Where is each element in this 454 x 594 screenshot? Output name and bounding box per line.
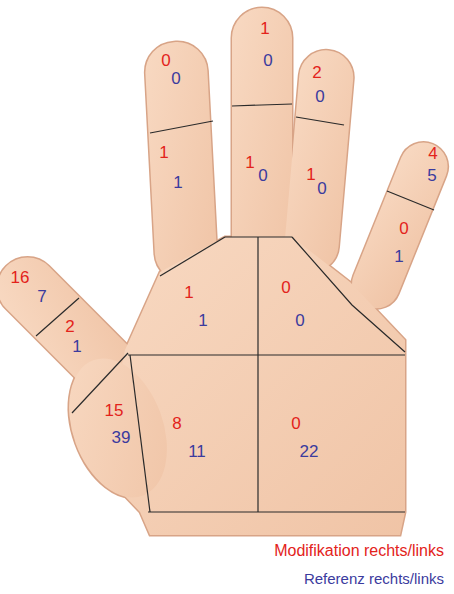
count-number: 0 xyxy=(281,279,290,296)
count-number: 0 xyxy=(399,220,408,237)
count-number: 1 xyxy=(245,154,254,171)
count-number: 0 xyxy=(315,88,324,105)
count-number: 4 xyxy=(428,145,437,162)
count-number: 1 xyxy=(72,338,81,355)
count-number: 0 xyxy=(161,52,170,69)
count-number: 7 xyxy=(37,288,46,305)
legend-text: Modifikation rechts/links xyxy=(274,543,444,559)
count-number: 1 xyxy=(306,166,315,183)
count-number: 22 xyxy=(300,443,319,460)
count-number: 8 xyxy=(172,415,181,432)
count-number: 5 xyxy=(427,167,436,184)
count-number: 0 xyxy=(295,312,304,329)
count-number: 16 xyxy=(11,269,30,286)
legend-text: Referenz rechts/links xyxy=(304,571,444,586)
count-number: 1 xyxy=(394,248,403,265)
count-number: 1 xyxy=(260,20,269,37)
count-number: 2 xyxy=(312,64,321,81)
count-number: 0 xyxy=(258,167,267,184)
count-number: 1 xyxy=(184,284,193,301)
count-number: 1 xyxy=(198,312,207,329)
count-number: 39 xyxy=(112,429,131,446)
count-number: 0 xyxy=(291,415,300,432)
count-number: 0 xyxy=(171,70,180,87)
count-number: 2 xyxy=(65,318,74,335)
count-number: 1 xyxy=(173,174,182,191)
count-number: 11 xyxy=(188,443,206,460)
count-number: 0 xyxy=(317,180,326,197)
count-number: 0 xyxy=(263,52,272,69)
count-number: 1 xyxy=(159,144,168,161)
count-number: 15 xyxy=(105,402,124,419)
